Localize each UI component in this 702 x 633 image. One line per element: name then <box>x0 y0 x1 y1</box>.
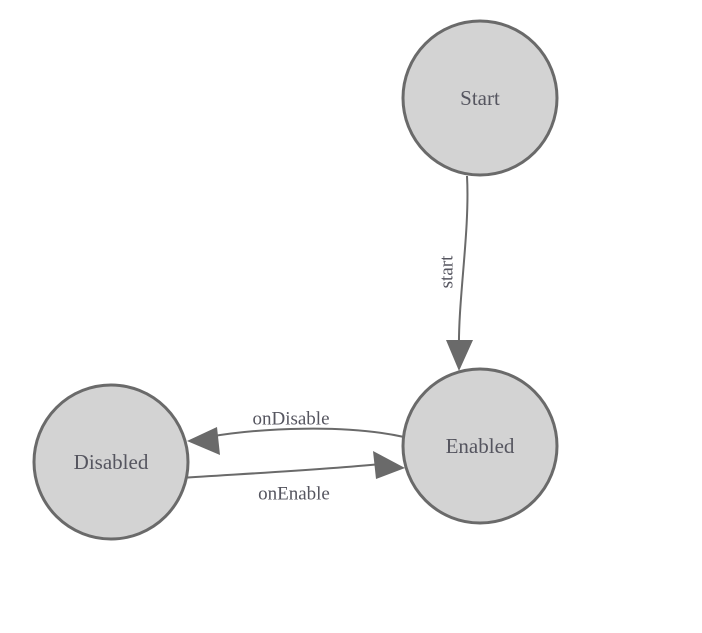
node-start-label: Start <box>460 86 500 110</box>
node-start-circle <box>401 19 559 177</box>
node-disabled[interactable]: Disabled <box>32 383 190 541</box>
node-start[interactable]: Start <box>401 19 559 177</box>
edge-enabled-to-disabled-arrowhead <box>187 427 220 455</box>
edge-start-to-enabled[interactable]: start <box>437 175 474 371</box>
node-disabled-label: Disabled <box>74 450 149 474</box>
edge-disabled-to-enabled-arrowhead <box>373 451 405 479</box>
node-enabled[interactable]: Enabled <box>401 367 559 525</box>
edge-start-to-enabled-path <box>457 175 469 350</box>
edge-label-start: start <box>437 255 458 288</box>
edge-start-to-enabled-arrowhead <box>446 340 473 371</box>
edge-label-onenable: onEnable <box>258 484 330 505</box>
edge-enabled-to-disabled[interactable]: onDisable <box>187 409 405 456</box>
node-disabled-circle <box>32 383 190 541</box>
node-enabled-label: Enabled <box>446 434 515 458</box>
edge-disabled-to-enabled-path <box>179 463 382 479</box>
edge-enabled-to-disabled-path <box>207 427 405 438</box>
edge-disabled-to-enabled[interactable]: onEnable <box>179 451 405 505</box>
edge-label-ondisable: onDisable <box>252 409 329 430</box>
node-enabled-circle <box>401 367 559 525</box>
